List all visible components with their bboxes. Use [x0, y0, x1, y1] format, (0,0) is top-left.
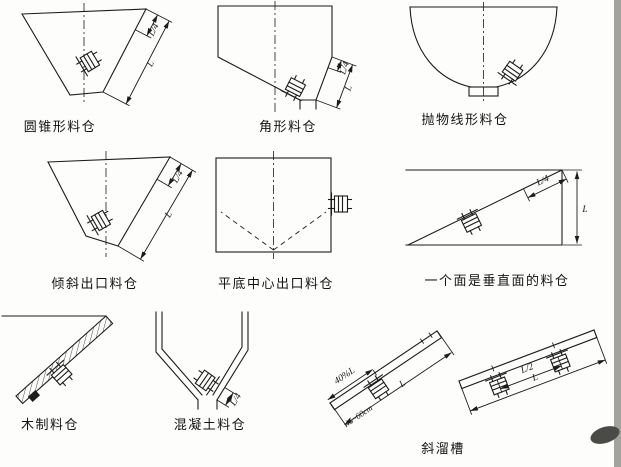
diagram-angular-hopper: L/4 L 角形料仓 [217, 1, 357, 134]
dimension-lines [102, 8, 173, 107]
caption: 平底中心出口料仓 [218, 276, 334, 291]
flow-line [220, 211, 274, 251]
diagram-vertical-face-hopper: L/4 L 一个面是垂直面的料仓 [405, 169, 588, 288]
caption: 角形料仓 [259, 119, 317, 134]
dim-label-half: L/2 [519, 362, 536, 376]
dim-label-full: L [163, 210, 175, 220]
dim-label-position: 40%L [333, 366, 357, 387]
dim-label-quarter: L/4 [338, 60, 352, 77]
caption: 混凝土料仓 [174, 417, 247, 432]
right-curve [495, 6, 558, 88]
dim-label-quarter: L/4 [228, 392, 244, 409]
bolt-tick [428, 332, 433, 339]
dimension-lines [460, 333, 608, 415]
dim-label-full: L [530, 373, 539, 385]
caption: 圆锥形料仓 [24, 119, 97, 134]
vibrator-icon [189, 364, 223, 398]
dimension-lines [117, 156, 197, 262]
caption: 一个面是垂直面的料仓 [424, 273, 569, 288]
inner-left-wall [161, 311, 203, 396]
diagram-parabolic-hopper: 抛物线形料仓 [409, 2, 558, 127]
channel-bracket [27, 390, 41, 402]
right-chute: L/2 L [458, 329, 608, 415]
hopper-outline [47, 156, 171, 247]
wood-slab [15, 315, 114, 405]
caption: 抛物线形料仓 [421, 112, 508, 127]
vibrator-icon [72, 46, 106, 78]
bolt-tick [552, 342, 555, 349]
flow-line [273, 211, 327, 251]
bolt-tick [419, 338, 425, 344]
dim-label-quarter: L/4 [170, 169, 186, 186]
dimension-lines [327, 331, 455, 428]
caption: 木制料仓 [21, 417, 79, 432]
diagram-inclined-chute: 40%L L 45~60cm L/2 L 斜溜槽 [327, 329, 608, 456]
caption: 倾斜出口料仓 [51, 276, 138, 291]
dimension-lines [315, 56, 357, 110]
vibrator-icon [279, 72, 311, 104]
dim-label-full: L [145, 59, 157, 69]
diagram-inclined-outlet-hopper: L/4 L 倾斜出口料仓 [47, 151, 197, 291]
outer-right-wall [216, 311, 249, 401]
dimension-lines [216, 387, 237, 408]
vibrator-icon [327, 192, 353, 216]
left-curve [409, 6, 472, 88]
diagram-wooden-hopper: 木制料仓 [1, 315, 114, 432]
scan-edge-band [614, 0, 621, 467]
vibrator-icon [83, 205, 117, 237]
caption: 斜溜槽 [421, 441, 465, 456]
diagram-concrete-hopper: L/4 混凝土料仓 [155, 311, 249, 432]
vibrator-icon [455, 206, 487, 238]
dim-note: 45~60cm [342, 403, 374, 429]
vibrator-icon [495, 55, 529, 89]
left-chute: 40%L L 45~60cm [327, 330, 455, 429]
dim-label-full: L [343, 84, 355, 93]
diagram-flat-bottom-hopper: 平底中心出口料仓 [215, 151, 353, 291]
dim-label-full: L [397, 379, 408, 391]
dim-label-full: L [581, 205, 587, 215]
inner-right-wall [212, 311, 243, 396]
scan-smudge [590, 426, 620, 444]
dimension-lines [523, 169, 582, 246]
diagram-conical-hopper: L/4 L 圆锥形料仓 [21, 3, 173, 134]
outer-left-wall [155, 311, 199, 401]
